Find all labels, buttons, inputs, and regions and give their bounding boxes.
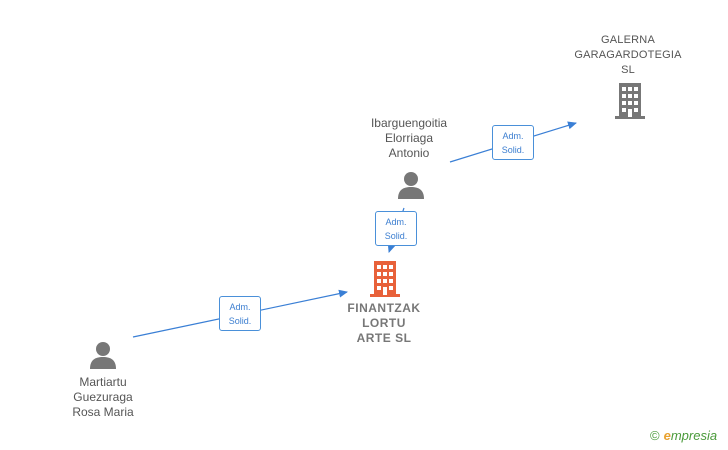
edge-badge-line: Solid. (228, 316, 252, 326)
empresia-watermark: ©empresia (650, 428, 717, 443)
brand-name: mpresia (670, 428, 718, 443)
node-label-ibarguengoitia[interactable]: Ibarguengoitia Elorriaga Antonio (371, 116, 447, 161)
node-label-line: FINANTZAK (347, 301, 421, 315)
node-label-finantzak[interactable]: FINANTZAK LORTU ARTE SL (347, 301, 420, 346)
edge-badge-line: Adm. (385, 217, 407, 227)
edge-badge-martiartu-finantzak[interactable]: Adm. Solid. (219, 296, 261, 331)
node-label-line: Rosa Maria (72, 405, 134, 419)
node-label-line: Guezuraga (73, 390, 133, 404)
node-label-line: Antonio (388, 146, 430, 160)
edge-badge-line: Adm. (502, 131, 524, 141)
copyright-icon: © (650, 428, 660, 443)
edge-badge-line: Solid. (501, 145, 525, 155)
node-label-line: GALERNA (601, 34, 655, 46)
node-label-line: LORTU (362, 316, 406, 330)
node-label-galerna[interactable]: GALERNA GARAGARDOTEGIA SL (574, 33, 681, 78)
person-icon[interactable] (89, 341, 117, 369)
node-label-line: Martiartu (79, 375, 127, 389)
edge-badge-line: Adm. (229, 302, 251, 312)
edge-badge-ibarguengoitia-galerna[interactable]: Adm. Solid. (492, 125, 534, 160)
node-label-line: SL (621, 64, 635, 76)
node-label-line: Elorriaga (384, 131, 434, 145)
building-icon[interactable] (615, 83, 645, 119)
edge-badge-ibarguengoitia-finantzak[interactable]: Adm. Solid. (375, 211, 417, 246)
brand-initial: e (663, 428, 671, 443)
node-label-line: ARTE SL (356, 331, 412, 345)
building-icon-focus[interactable] (370, 261, 400, 297)
edge-badge-line: Solid. (384, 231, 408, 241)
node-label-martiartu[interactable]: Martiartu Guezuraga Rosa Maria (72, 375, 133, 420)
node-label-line: Ibarguengoitia (370, 116, 448, 130)
person-icon[interactable] (397, 171, 425, 199)
node-label-line: GARAGARDOTEGIA (574, 49, 682, 61)
